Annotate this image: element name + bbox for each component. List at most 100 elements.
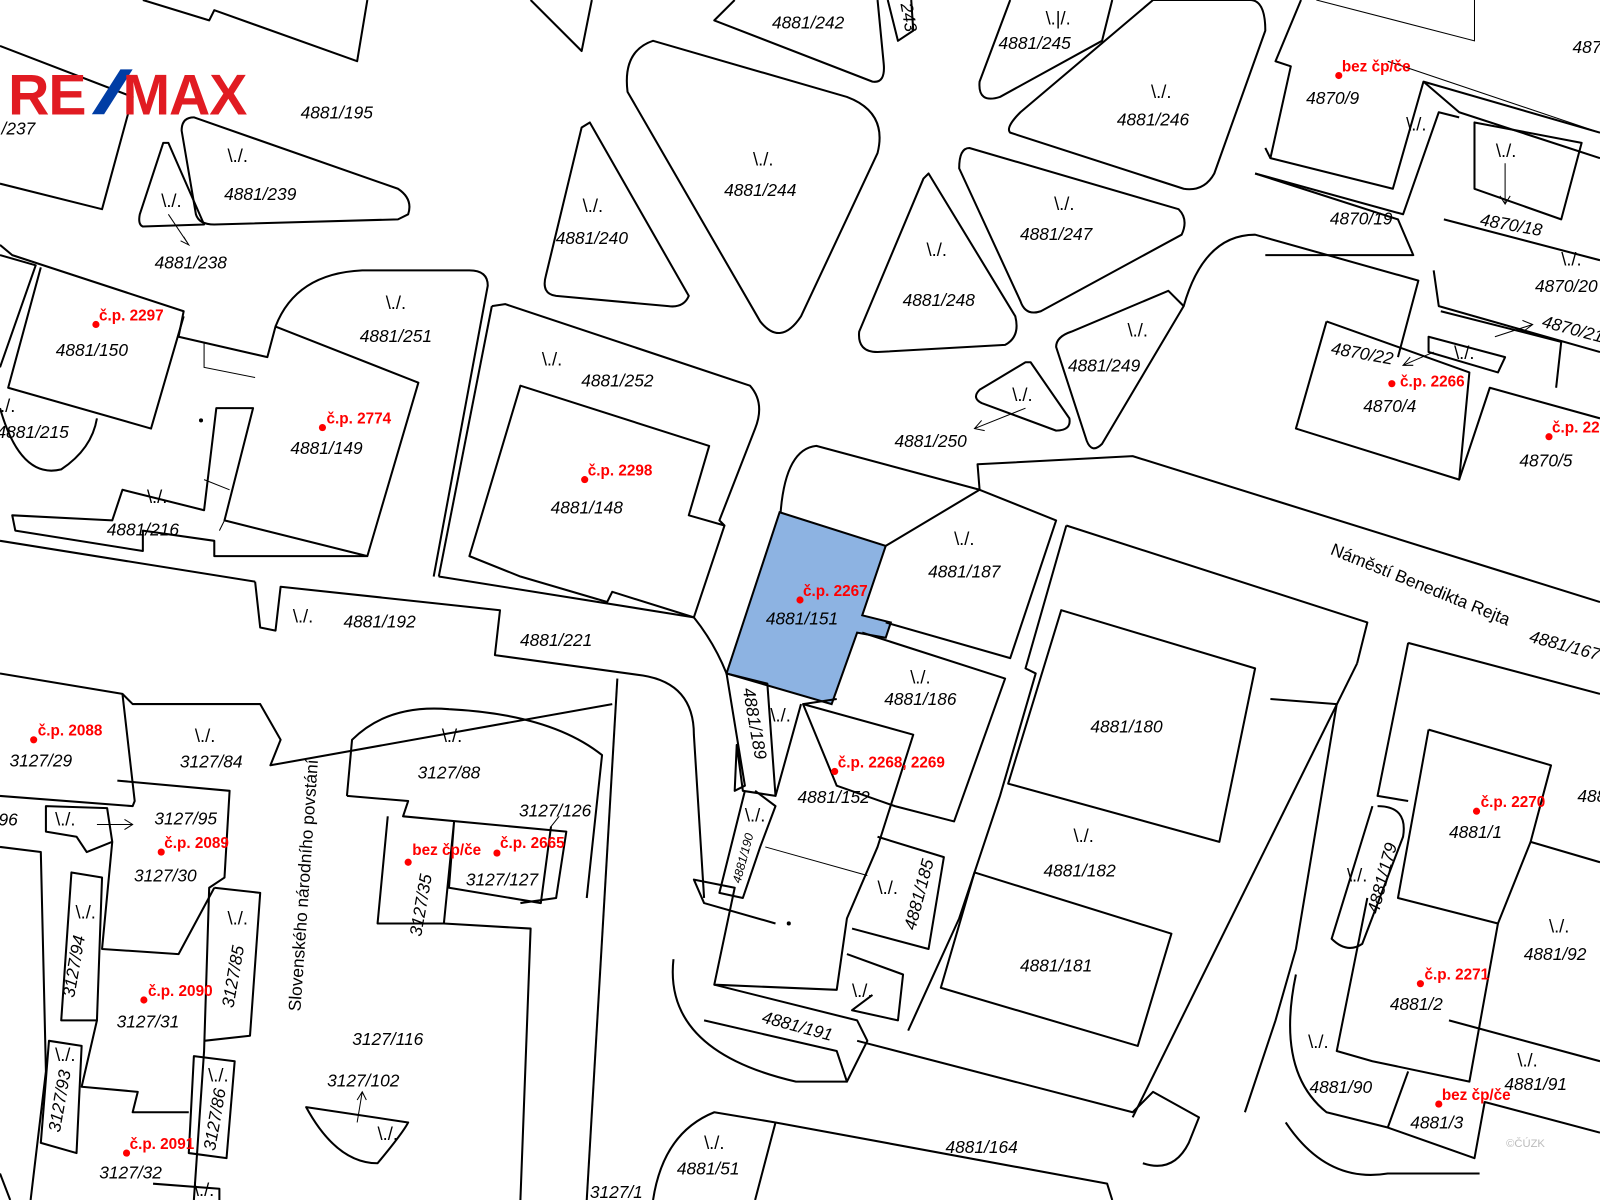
parcel-label[interactable]: 4881/238 [155, 252, 228, 272]
parcel-label[interactable]: 4881/195 [301, 102, 374, 122]
parcel-label[interactable]: 488 [1577, 786, 1600, 806]
svg-text:RE: RE [8, 63, 85, 127]
parcel-label[interactable]: 4881/149 [290, 438, 363, 458]
parcel-label[interactable]: 4881/179 [1363, 840, 1401, 915]
building-label[interactable]: bez čp/če [412, 842, 481, 859]
building-label[interactable]: č.p. 2271 [1424, 967, 1489, 984]
parcel-label[interactable]: 4881/148 [551, 497, 624, 517]
parcel-label[interactable]: 243 [896, 0, 921, 33]
parcel-label[interactable]: 4881/215 [0, 422, 69, 442]
building-label[interactable]: č.p. 2665 [500, 835, 565, 852]
parcel-label[interactable]: 4881/180 [1090, 717, 1163, 737]
parcel-label[interactable]: 4870/9 [1306, 88, 1359, 108]
parcel-label[interactable]: 4881/90 [1309, 1077, 1372, 1097]
parcel-label[interactable]: 4870/5 [1519, 450, 1572, 470]
svg-text:\./.: \./. [927, 239, 947, 260]
parcel-label[interactable]: 3127/35 [405, 872, 436, 938]
svg-text:\./.: \./. [195, 725, 215, 746]
building-label[interactable]: bez čp/če [1442, 1087, 1511, 1104]
parcel-label[interactable]: 3127/30 [134, 866, 197, 886]
parcel-label[interactable]: 4881/151 [766, 608, 838, 628]
building-label[interactable]: č.p. 2298 [588, 463, 653, 480]
parcel-label[interactable]: 4881/189 [739, 686, 771, 761]
parcel-label[interactable]: 4881/150 [56, 340, 129, 360]
parcel-label[interactable]: 4881/221 [520, 630, 592, 650]
parcel-label[interactable]: 4881/216 [107, 520, 180, 540]
parcel-label[interactable]: 3127/127 [466, 870, 540, 890]
parcel-label[interactable]: 3127/95 [154, 808, 217, 828]
svg-text:\./.: \./. [1549, 916, 1569, 937]
highlighted-parcel-4881-151[interactable] [725, 510, 893, 706]
parcel-label[interactable]: 96 [0, 810, 18, 830]
parcel-label[interactable]: 4870/21 [1540, 311, 1600, 347]
svg-text:\./.: \./. [704, 1132, 724, 1153]
building-label[interactable]: č.p. 2774 [327, 410, 392, 427]
svg-text:\./.: \./. [1496, 140, 1516, 161]
svg-text:\./.: \./. [0, 395, 15, 416]
parcel-label[interactable]: 4881/182 [1043, 861, 1116, 881]
parcel-label[interactable]: 4881/186 [884, 689, 957, 709]
building-label[interactable]: bez čp/če [1342, 58, 1411, 75]
parcel-label[interactable]: 4881/91 [1504, 1074, 1567, 1094]
parcel-label[interactable]: 4881/187 [928, 562, 1002, 582]
parcel-label[interactable]: 4870/20 [1535, 276, 1598, 296]
parcel-label[interactable]: 3127/93 [44, 1068, 75, 1134]
parcel-label[interactable]: 3127/1 [590, 1182, 643, 1200]
parcel-label[interactable]: 4881/192 [343, 612, 416, 632]
building-label[interactable]: č.p. 2268, 2269 [838, 754, 945, 771]
parcel-label[interactable]: 4881/2 [1390, 994, 1443, 1014]
svg-text:\./.: \./. [386, 292, 406, 313]
parcel-label[interactable]: 4881/251 [360, 326, 432, 346]
parcel-label[interactable]: 4881/92 [1524, 944, 1587, 964]
parcel-label[interactable]: 3127/102 [327, 1071, 400, 1091]
svg-text:\./.: \./. [1128, 320, 1148, 341]
parcel-label[interactable]: 4881/245 [999, 33, 1072, 53]
building-label[interactable]: č.p. 2270 [1481, 794, 1546, 811]
parcel-label[interactable]: 4881/51 [677, 1158, 740, 1178]
parcel-label[interactable]: 4870/19 [1330, 208, 1393, 228]
parcel-label[interactable]: 4881/240 [556, 228, 629, 248]
parcel-label[interactable]: 4881/185 [900, 857, 938, 932]
parcel-label[interactable]: 3127/126 [519, 800, 592, 820]
building-label[interactable]: č.p. 2297 [99, 307, 164, 324]
parcel-label[interactable]: 4881/246 [1117, 110, 1190, 130]
building-label[interactable]: č.p. 2091 [130, 1136, 195, 1153]
parcel-label[interactable]: /237 [1, 119, 37, 139]
parcel-label[interactable]: 4881/248 [903, 290, 976, 310]
svg-text:\./.: \./. [1406, 114, 1426, 135]
building-label[interactable]: č.p. 2088 [38, 723, 103, 740]
parcel-label[interactable]: 4881/152 [798, 787, 871, 807]
parcel-label[interactable]: 4870/18 [1479, 209, 1545, 240]
parcel-label[interactable]: 3127/116 [352, 1029, 423, 1049]
parcel-label[interactable]: 3127/84 [180, 751, 243, 771]
parcel-label[interactable]: 4870 [1573, 37, 1600, 57]
parcel-label[interactable]: 4881/181 [1020, 955, 1092, 975]
parcel-label[interactable]: 4881/164 [945, 1137, 1017, 1157]
building-label[interactable]: č.p. 2090 [148, 983, 213, 1000]
building-label[interactable]: č.p. 2267 [803, 583, 868, 600]
parcel-label[interactable]: 3127/86 [199, 1086, 230, 1152]
building-label[interactable]: č.p. 2089 [164, 835, 229, 852]
parcel-label[interactable]: 4881/239 [224, 184, 297, 204]
parcel-label[interactable]: 4881/250 [894, 431, 967, 451]
svg-text:\./.: \./. [76, 901, 96, 922]
parcel-label[interactable]: 4881/3 [1410, 1113, 1463, 1133]
parcel-label[interactable]: 4881/247 [1020, 224, 1094, 244]
parcel-label[interactable]: 4881/242 [772, 13, 845, 33]
building-label[interactable]: č.p. 22 [1552, 420, 1600, 437]
parcel-label[interactable]: 4881/249 [1068, 355, 1141, 375]
building-label[interactable]: č.p. 2266 [1400, 374, 1465, 391]
parcel-label[interactable]: 4881/244 [724, 180, 796, 200]
parcel-label[interactable]: 4881/252 [581, 371, 654, 391]
parcel-label[interactable]: 3127/94 [58, 934, 89, 999]
parcel-label[interactable]: 3127/88 [418, 763, 481, 783]
parcel-label[interactable]: 3127/31 [117, 1012, 180, 1032]
parcel-label[interactable]: 4870/4 [1363, 396, 1416, 416]
parcel-label[interactable]: 3127/32 [99, 1163, 162, 1183]
parcel-label[interactable]: 3127/29 [9, 750, 72, 770]
parcel-label[interactable]: 3127/85 [218, 944, 249, 1010]
parcel-label[interactable]: 4881/1 [1449, 822, 1502, 842]
parcel-label[interactable]: 4881/167 [1527, 626, 1600, 664]
